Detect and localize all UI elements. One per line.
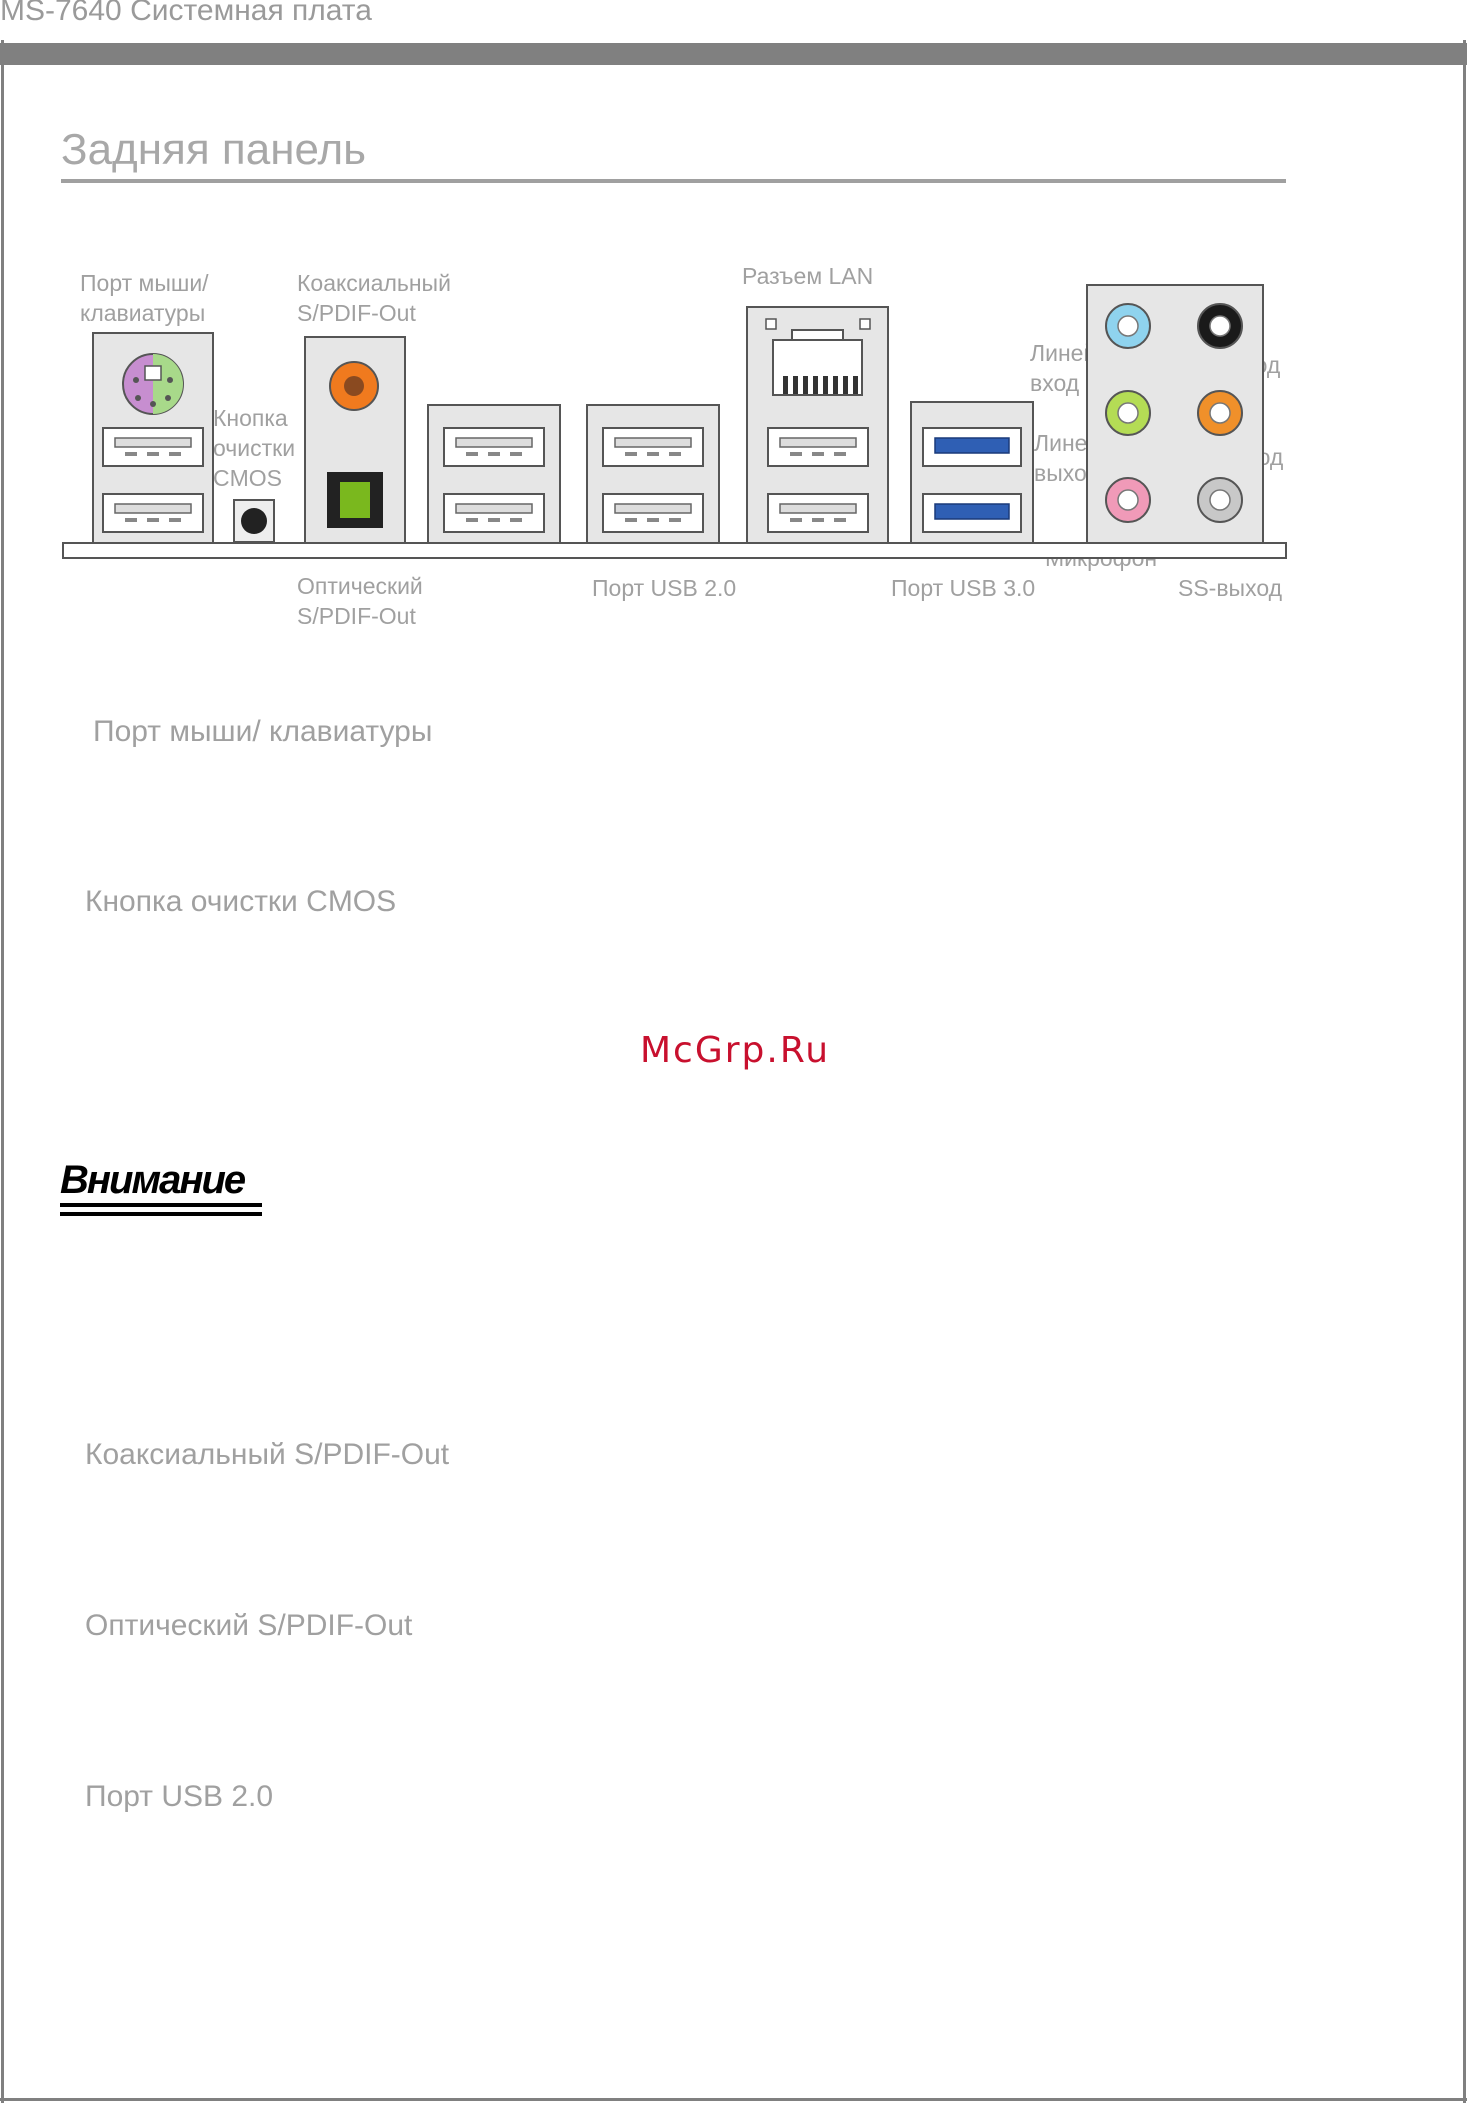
usb3-port-1 (934, 437, 1010, 454)
heading-usb2: Порт USB 2.0 (85, 1780, 274, 1813)
label-usb3: Порт USB 3.0 (891, 575, 1036, 601)
label-optical: Оптический S/PDIF-Out (297, 573, 423, 629)
spdif-block (304, 336, 406, 544)
usb2-port-4 (602, 493, 704, 533)
back-panel-diagram (62, 284, 1287, 559)
usb3-block (910, 401, 1034, 544)
heading-mouse-kb: Порт мыши/ клавиатуры (93, 715, 433, 748)
ps2-usb-block (92, 332, 214, 544)
usb2-port-1 (443, 427, 545, 467)
label-cmos-button: Кнопка очистки CMOS (213, 405, 296, 491)
usb2-port-5 (767, 427, 869, 467)
usb2-port-2 (443, 493, 545, 533)
optical-port (340, 482, 370, 518)
warning-underline-1 (60, 1203, 262, 1207)
label-coaxial: Коаксиальный S/PDIF-Out (297, 270, 451, 326)
usb2-block-2 (586, 404, 720, 544)
heading-coaxial: Коаксиальный S/PDIF-Out (85, 1438, 450, 1471)
bottom-border (0, 2098, 1467, 2101)
cmos-button (233, 499, 275, 543)
left-border (1, 40, 4, 2103)
usb2-port-6 (767, 493, 869, 533)
usb-port-ps2-top (102, 427, 204, 467)
warning-heading: Внимание (60, 1158, 246, 1202)
header-bar (0, 43, 1467, 65)
usb3-port-2 (934, 503, 1010, 520)
audio-block (1086, 284, 1264, 544)
right-border (1463, 40, 1466, 2103)
section-underline (61, 179, 1286, 183)
label-usb2: Порт USB 2.0 (592, 575, 737, 601)
document-header-title: MS-7640 Системная плата (0, 0, 372, 27)
label-mouse-kb: Порт мыши/ клавиатуры (80, 270, 209, 326)
heading-optical: Оптический S/PDIF-Out (85, 1609, 413, 1642)
usb2-port-3 (602, 427, 704, 467)
watermark: McGrp.Ru (640, 1030, 831, 1071)
section-title: Задняя панель (61, 125, 367, 174)
lan-usb-block (746, 306, 889, 544)
usb2-block-1 (427, 404, 561, 544)
usb-port-ps2-bottom (102, 493, 204, 533)
panel-base (62, 542, 1287, 559)
label-ss-out: SS-выход (1178, 575, 1283, 601)
heading-cmos: Кнопка очистки CMOS (85, 885, 397, 918)
warning-underline-2 (60, 1212, 262, 1216)
label-lan: Разъем LAN (742, 263, 874, 289)
